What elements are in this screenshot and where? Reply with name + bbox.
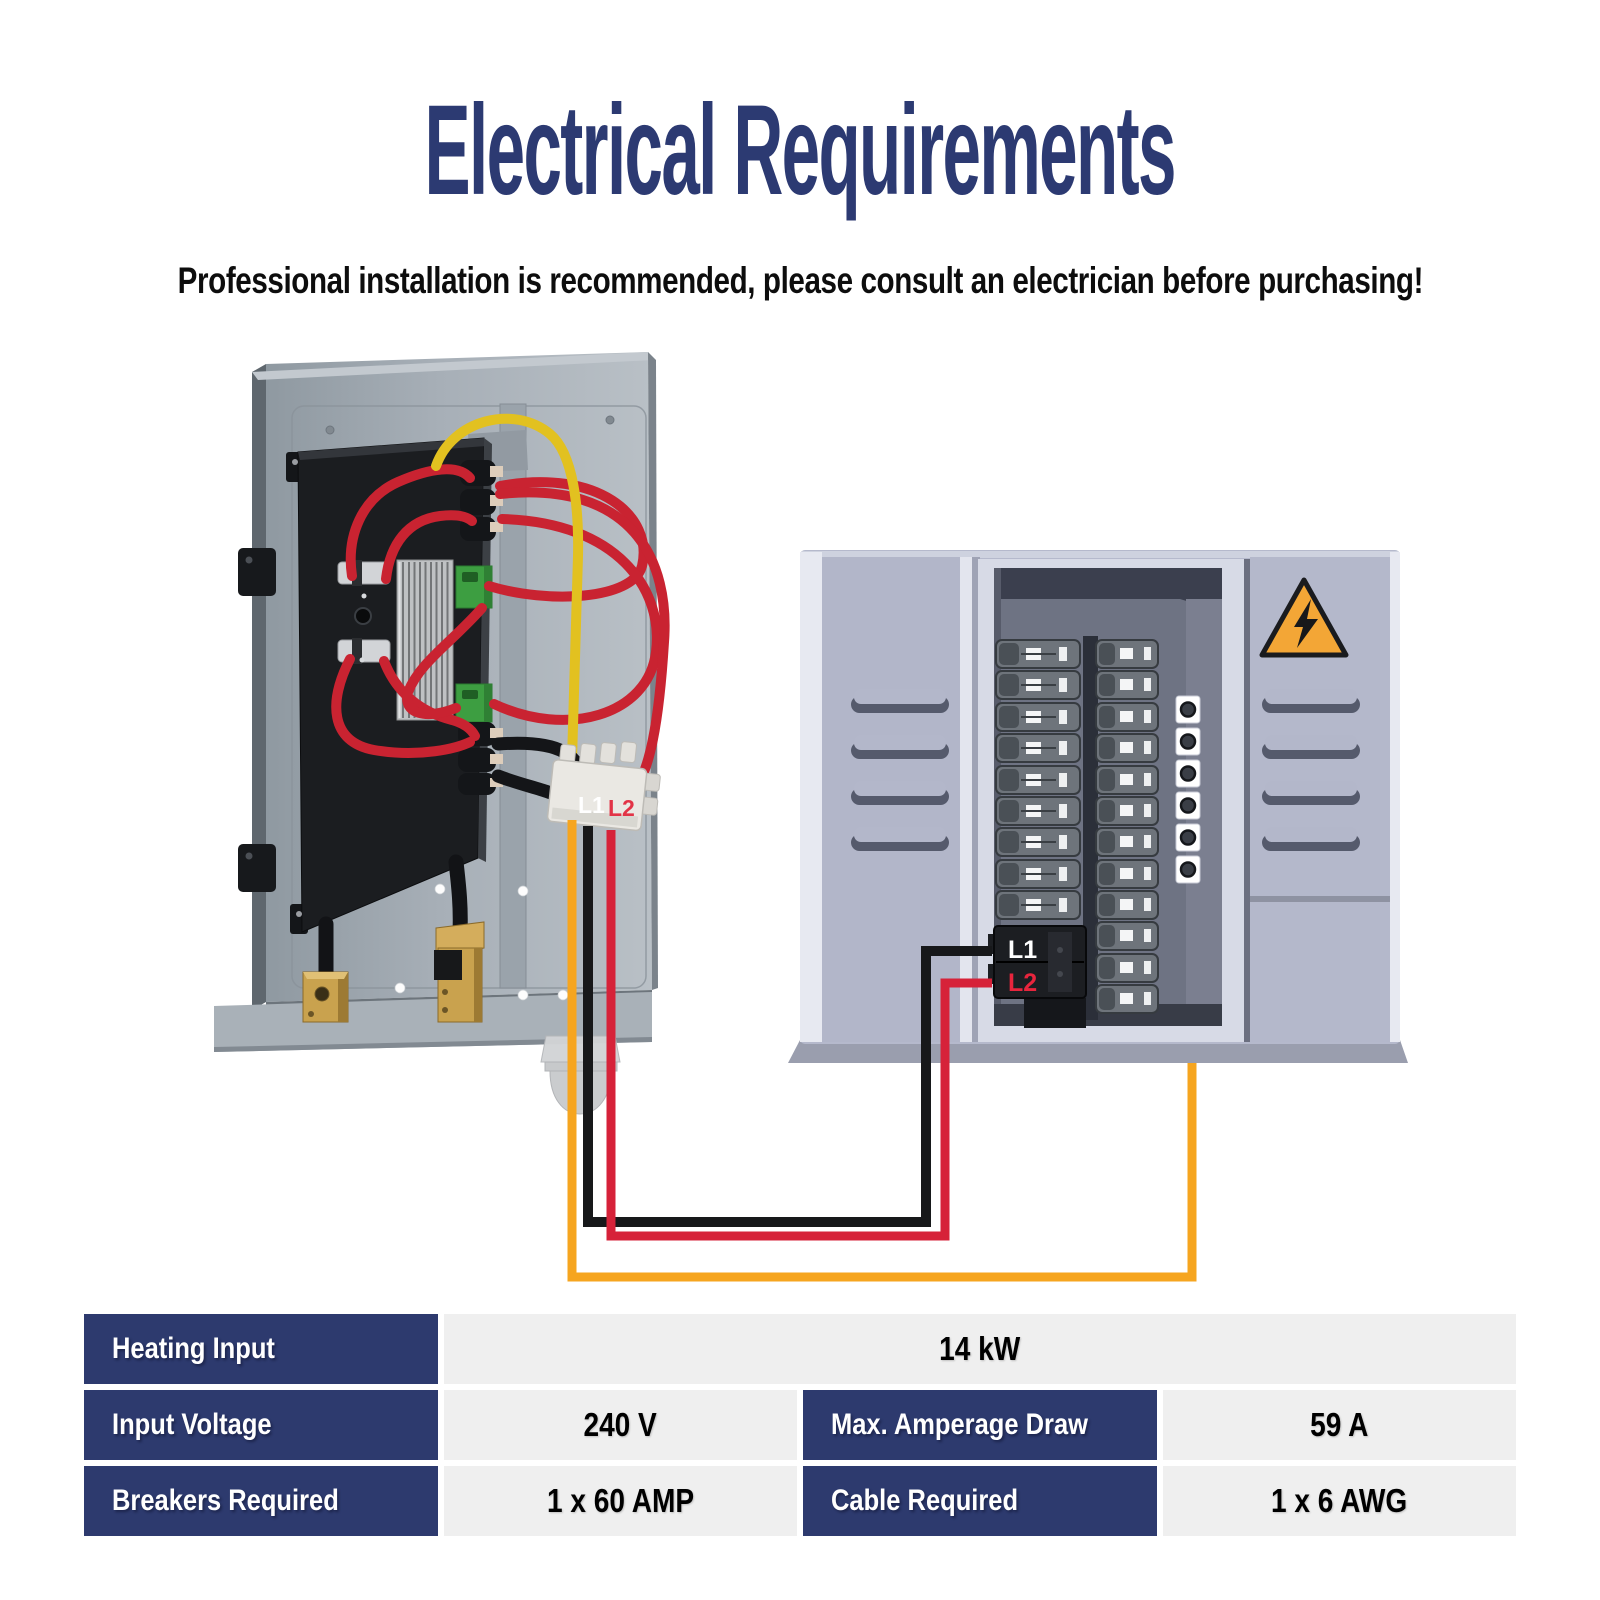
- brass-fitting-right: [434, 921, 485, 1023]
- panel-breaker-label-l1: L1: [1008, 936, 1037, 964]
- page-title: Electrical Requirements: [0, 79, 1600, 222]
- mount-tab: [238, 844, 276, 892]
- page-subtitle: Professional installation is recommended…: [0, 260, 1600, 302]
- double-pole-breaker: [988, 925, 1087, 1028]
- spec-row-max-amperage-label: Max. Amperage Draw: [803, 1390, 1157, 1460]
- heater-connector: [546, 741, 661, 832]
- water-heater-illustration: L1 L2: [214, 352, 670, 1115]
- brass-fitting-left: [302, 971, 349, 1023]
- spec-row-breakers-required-label: Breakers Required: [84, 1466, 438, 1536]
- ground-wire-internal: [431, 413, 584, 765]
- red-jumper-wires: [331, 464, 670, 799]
- spec-row-input-voltage-value: 240 V: [443, 1390, 797, 1460]
- spec-row-cable-required-value: 1 x 6 AWG: [1162, 1466, 1516, 1536]
- breaker-column-left: [995, 639, 1081, 920]
- electrical-spec-table: Heating Input 14 kW Input Voltage 240 V …: [84, 1314, 1516, 1536]
- warning-triangle-icon: [1259, 577, 1349, 658]
- spec-row-breakers-required-value: 1 x 60 AMP: [443, 1466, 797, 1536]
- spec-row-heating-input-value: 14 kW: [443, 1314, 1516, 1384]
- wire-run-line1: [583, 826, 992, 1227]
- spec-row-input-voltage-label: Input Voltage: [84, 1390, 438, 1460]
- wire-run-line2: [606, 830, 992, 1241]
- wire-run-ground: [567, 820, 1197, 1282]
- mount-tab: [238, 548, 276, 596]
- spec-row-cable-required-label: Cable Required: [803, 1466, 1157, 1536]
- panel-breaker-label-l2: L2: [1008, 969, 1037, 997]
- heater-connector-label-l2: L2: [608, 795, 635, 821]
- clamp-terminals: [337, 560, 391, 664]
- spec-row-heating-input-label: Heating Input: [84, 1314, 438, 1384]
- breaker-panel-illustration: L1 L2: [788, 550, 1408, 1063]
- backplate-holes: [394, 878, 569, 1001]
- terminal-stacks: [458, 460, 503, 795]
- heater-connector-label-l1: L1: [578, 792, 605, 818]
- page-subtitle-text: Professional installation is recommended…: [177, 260, 1423, 301]
- spec-row-max-amperage-value: 59 A: [1162, 1390, 1516, 1460]
- page-title-text: Electrical Requirements: [424, 79, 1177, 222]
- cable-gland: [540, 1035, 621, 1115]
